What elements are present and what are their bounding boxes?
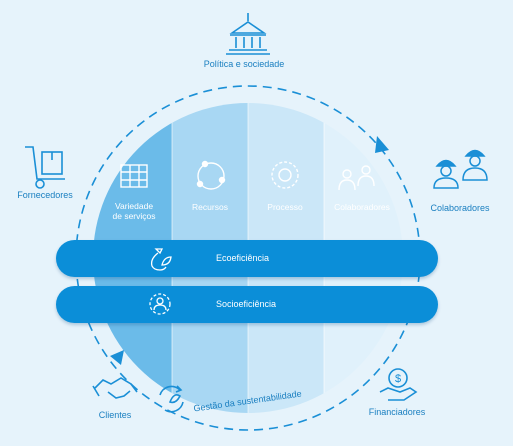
hand-coin-icon: $ [379, 368, 418, 401]
process-gear-icon [271, 161, 299, 189]
cycle-arrow-icon [375, 136, 389, 153]
financiers-label: Financiadores [368, 407, 426, 417]
workers-icon [433, 149, 488, 189]
segment-label-process: Processo [267, 202, 303, 212]
recycle-leaf-icon [159, 385, 184, 413]
cycle-arrow-icon [110, 350, 124, 365]
service-variety-icon [120, 164, 148, 188]
resources-cycle-icon [196, 160, 226, 190]
segment-label-collaborators: Colaboradores [334, 202, 390, 212]
people-gear-icon [149, 293, 171, 315]
segment-label-services-line2: de serviços [112, 211, 156, 221]
politics-society-label: Política e sociedade [203, 59, 285, 69]
handshake-icon [92, 377, 138, 399]
hand-truck-icon [25, 146, 65, 189]
socioefficiency-label: Socioeficiência [216, 299, 277, 309]
clients-label: Clientes [98, 410, 132, 420]
collaborators-outer-label: Colaboradores [430, 203, 490, 213]
government-building-icon [226, 13, 270, 55]
collaborators-people-icon [338, 165, 375, 191]
segment-label-services: Variedade de serviços [113, 201, 156, 221]
socioefficiency-band: Socioeficiência [56, 286, 438, 323]
svg-text:$: $ [395, 373, 401, 385]
suppliers-label: Fornecedores [17, 190, 73, 200]
ecoefficiency-label: Ecoeficiência [216, 253, 270, 263]
segment-label-resources: Recursos [192, 202, 228, 212]
segment-label-services-line1: Variedade [114, 201, 154, 211]
money-bag-leaf-icon [150, 248, 172, 271]
ecoefficiency-band: Ecoeficiência [56, 240, 438, 277]
